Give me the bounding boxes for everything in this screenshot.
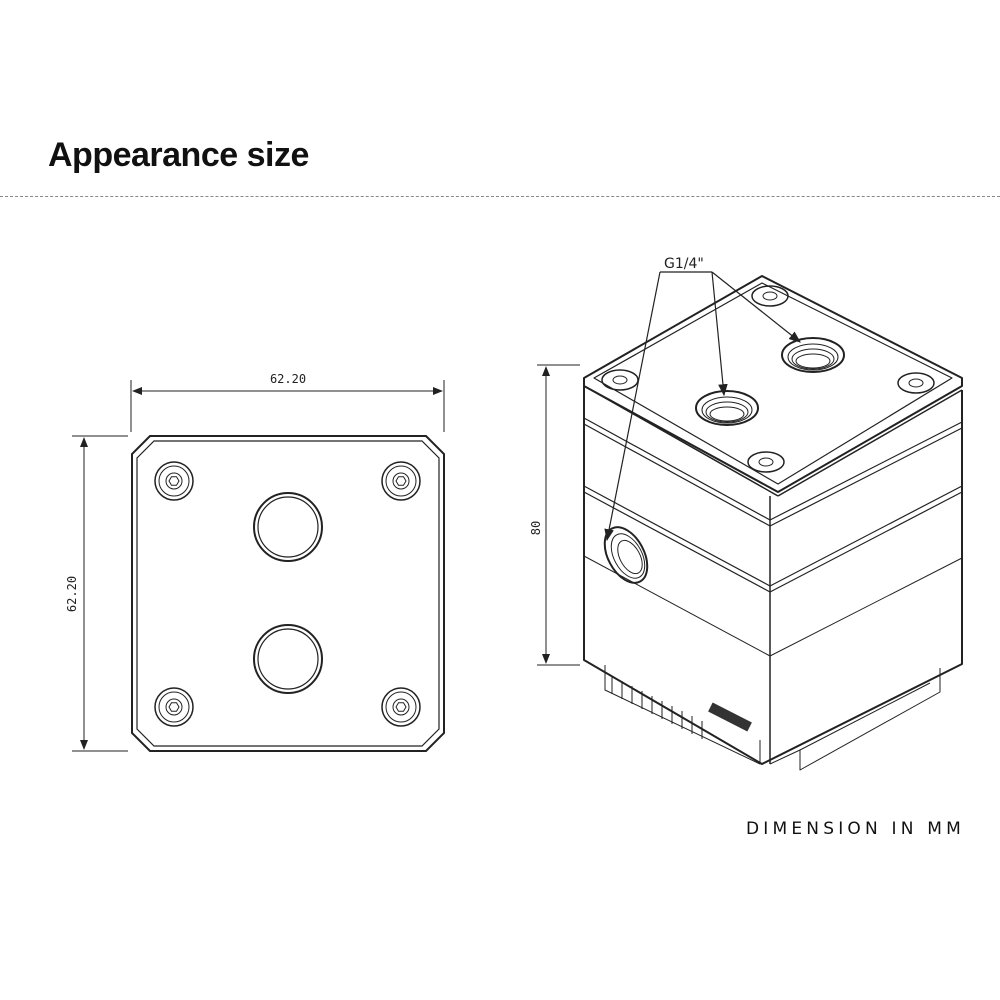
iso-groove-1 xyxy=(583,417,963,527)
iso-top-face-inner xyxy=(593,282,953,485)
screw-top-right xyxy=(381,461,421,501)
iso-view xyxy=(537,271,963,771)
iso-port-side xyxy=(603,526,649,584)
iso-port-top-2 xyxy=(781,337,845,373)
iso-groove-2 xyxy=(583,485,963,593)
top-view-outline xyxy=(131,435,445,752)
screw-top-left xyxy=(154,461,194,501)
screw-bottom-right xyxy=(381,687,421,727)
iso-screw-right xyxy=(897,372,935,394)
iso-groove-3 xyxy=(583,555,963,657)
port-callout-leaders xyxy=(604,271,801,542)
iso-top-face xyxy=(583,275,963,493)
top-view xyxy=(72,380,445,752)
width-dimension-label: 62.20 xyxy=(270,372,306,386)
section-divider xyxy=(0,196,1000,197)
port-callout-label: G1/4" xyxy=(664,256,704,272)
iso-height-dimension xyxy=(537,364,580,666)
screw-bottom-left xyxy=(154,687,194,727)
brand-plate xyxy=(708,702,752,732)
iso-bottom-fins xyxy=(604,665,941,771)
height-dimension xyxy=(72,435,128,752)
iso-screw-left xyxy=(601,369,639,391)
iso-height-dimension-label: 80 xyxy=(529,521,543,535)
width-dimension xyxy=(130,380,445,432)
iso-body-outline xyxy=(583,386,963,765)
iso-screw-front xyxy=(747,451,785,473)
page-title: Appearance size xyxy=(48,136,309,174)
top-view-inner-outline xyxy=(136,440,440,747)
iso-port-top-1 xyxy=(695,390,759,426)
height-dimension-label: 62.20 xyxy=(65,576,79,612)
dimension-note: DIMENSION IN MM xyxy=(745,819,965,839)
port-upper xyxy=(253,492,323,562)
iso-screw-back xyxy=(751,285,789,307)
port-lower xyxy=(253,624,323,694)
